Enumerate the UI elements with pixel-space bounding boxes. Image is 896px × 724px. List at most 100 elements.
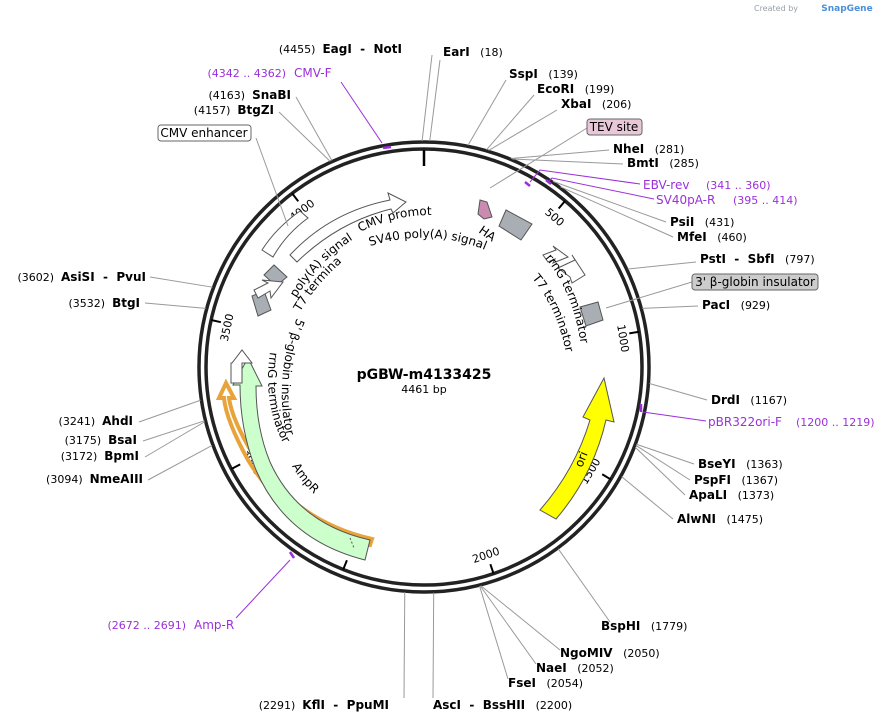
site-label-alwni[interactable]: AlwNI (1475) xyxy=(677,512,763,526)
site-name: DrdI xyxy=(711,393,740,407)
site-label-asisi[interactable]: (3602) AsiSI - PvuI xyxy=(17,270,146,284)
site-label-btgzi[interactable]: (4157) BtgZI xyxy=(194,103,274,117)
site-name2: PpuMI xyxy=(347,698,389,712)
site-name2: PvuI xyxy=(116,270,146,284)
site-label-sspi[interactable]: SspI (139) xyxy=(509,67,578,81)
site-name: AsiSI xyxy=(61,270,95,284)
site-pos: (3175) xyxy=(65,434,109,447)
site-pos: (1475) xyxy=(716,513,763,526)
site-sep: - xyxy=(726,252,748,266)
site-label-drdi[interactable]: DrdI (1167) xyxy=(711,393,787,407)
sv40-polya-feature[interactable] xyxy=(498,209,533,241)
site-label-asci[interactable]: AscI - BssHII (2200) xyxy=(433,698,572,712)
site-label-mfei[interactable]: MfeI (460) xyxy=(677,230,747,244)
site-line-alwni xyxy=(621,476,674,520)
t7-terminator-left-feature[interactable] xyxy=(253,279,284,300)
site-pos: (2054) xyxy=(536,677,583,690)
tev-site-box[interactable]: TEV site xyxy=(489,118,643,189)
site-name: FseI xyxy=(508,676,536,690)
site-pos: (431) xyxy=(694,216,734,229)
scale-tick-label-500: 500 xyxy=(542,206,566,230)
site-label-bmti[interactable]: BmtI (285) xyxy=(627,156,699,170)
scale-tick-4000 xyxy=(291,192,300,202)
site-name: BseYI xyxy=(698,457,736,471)
primer-sv40pa-r[interactable]: SV40pA-R (395 .. 414) xyxy=(656,193,798,207)
cmv-enhancer-feature[interactable] xyxy=(261,210,309,258)
site-line-apali xyxy=(634,446,686,496)
site-pos: (199) xyxy=(574,83,614,96)
site-label-ahdi[interactable]: (3241) AhdI xyxy=(59,414,133,428)
site-label-psti[interactable]: PstI - SbfI (797) xyxy=(700,252,815,266)
tev-site-box-label: TEV site xyxy=(589,120,639,134)
site-label-eagi[interactable]: (4455) EagI - NotI xyxy=(279,42,402,56)
site-line-paci xyxy=(642,305,699,309)
site-name: PspFI xyxy=(694,473,731,487)
rrng-terminator-left-feature[interactable] xyxy=(230,349,254,384)
site-pos: (4163) xyxy=(209,89,253,102)
primer-cmv-f-marker[interactable] xyxy=(382,145,392,150)
cmv-promoter-feature[interactable] xyxy=(289,192,407,263)
site-line-drdi xyxy=(649,382,708,401)
site-pos: (2050) xyxy=(613,647,660,660)
site-label-nmeaiii[interactable]: (3094) NmeAIII xyxy=(46,472,143,486)
scale-tick-1500 xyxy=(601,473,612,481)
site-label-bsai[interactable]: (3175) BsaI xyxy=(65,433,137,447)
scale-tick-label-3500: 3500 xyxy=(218,312,237,342)
site-label-apali[interactable]: ApaLI (1373) xyxy=(689,488,774,502)
ampr-feature[interactable] xyxy=(232,356,371,561)
site-label-snabi[interactable]: (4163) SnaBI xyxy=(209,88,291,102)
brand-name[interactable]: SnapGene xyxy=(821,4,872,14)
primer-amp-r[interactable]: (2672 .. 2691) Amp-R xyxy=(107,618,234,632)
site-label-bsphi[interactable]: BspHI (1779) xyxy=(601,619,687,633)
site-name: ApaLI xyxy=(689,488,727,502)
site-label-kfli[interactable]: (2291) KflI - PpuMI xyxy=(259,698,389,712)
scale-tick-label-1000: 1000 xyxy=(614,324,631,354)
t7-terminator-right-feature[interactable] xyxy=(557,254,586,284)
site-name: SspI xyxy=(509,67,538,81)
cmv-enhancer-box[interactable]: CMV enhancer xyxy=(157,124,289,227)
site-pos: (1373) xyxy=(727,489,774,502)
primer-ebv-rev-marker[interactable] xyxy=(524,181,531,187)
scale-tick-500 xyxy=(557,200,566,210)
site-pos: (1779) xyxy=(640,620,687,633)
site-label-ecori[interactable]: EcoRI (199) xyxy=(537,82,614,96)
site-sep: - xyxy=(352,42,374,56)
site-pos: (281) xyxy=(644,143,684,156)
site-name2: SbfI xyxy=(748,252,775,266)
site-name: BtgI xyxy=(112,296,140,310)
site-name: MfeI xyxy=(677,230,707,244)
primer-cmv-f[interactable]: (4342 .. 4362) CMV-F xyxy=(207,66,331,80)
site-pos: (2052) xyxy=(567,662,614,675)
site-label-fsei[interactable]: FseI (2054) xyxy=(508,676,583,690)
site-pos: (3602) xyxy=(17,271,61,284)
site-label-bseyi[interactable]: BseYI (1363) xyxy=(698,457,783,471)
site-label-naei[interactable]: NaeI (2052) xyxy=(536,661,614,675)
site-label-psii[interactable]: PsiI (431) xyxy=(670,215,734,229)
site-label-xbai[interactable]: XbaI (206) xyxy=(561,97,631,111)
site-line-sspi xyxy=(467,79,507,146)
site-label-eari[interactable]: EarI (18) xyxy=(443,45,503,59)
scale-tick-2000 xyxy=(489,563,495,574)
site-label-btgi[interactable]: (3532) BtgI xyxy=(68,296,140,310)
site-label-paci[interactable]: PacI (929) xyxy=(702,298,770,312)
beta-globin-3-box-label: 3' β-globin insulator xyxy=(695,275,815,289)
site-name: SnaBI xyxy=(252,88,291,102)
primer-ebv-rev-name: EBV-rev xyxy=(643,178,689,192)
primer-ebv-rev-line xyxy=(529,169,641,185)
rrng-terminator-right-feature[interactable] xyxy=(542,245,570,264)
beta-globin-3-box[interactable]: 3' β-globin insulator xyxy=(605,273,819,309)
ori-feature[interactable] xyxy=(539,376,615,520)
ha-tag-feature[interactable] xyxy=(477,199,493,220)
site-label-pspfi[interactable]: PspFI (1367) xyxy=(694,473,778,487)
site-label-ngomiv[interactable]: NgoMIV (2050) xyxy=(560,646,660,660)
site-name: XbaI xyxy=(561,97,591,111)
beta-globin-3-insulator-feature[interactable] xyxy=(579,301,604,327)
primer-pbr322ori-f[interactable]: pBR322ori-F (1200 .. 1219) xyxy=(708,415,875,429)
primer-ebv-rev[interactable]: EBV-rev (341 .. 360) xyxy=(643,178,771,192)
site-line-naei xyxy=(479,585,537,665)
primer-amp-r-marker[interactable] xyxy=(288,551,296,559)
site-label-bpmi[interactable]: (3172) BpmI xyxy=(61,449,139,463)
site-label-nhei[interactable]: NheI (281) xyxy=(613,142,684,156)
cmv-promoter-label: CMV promoter xyxy=(0,0,432,235)
site-pos: (3241) xyxy=(59,415,103,428)
